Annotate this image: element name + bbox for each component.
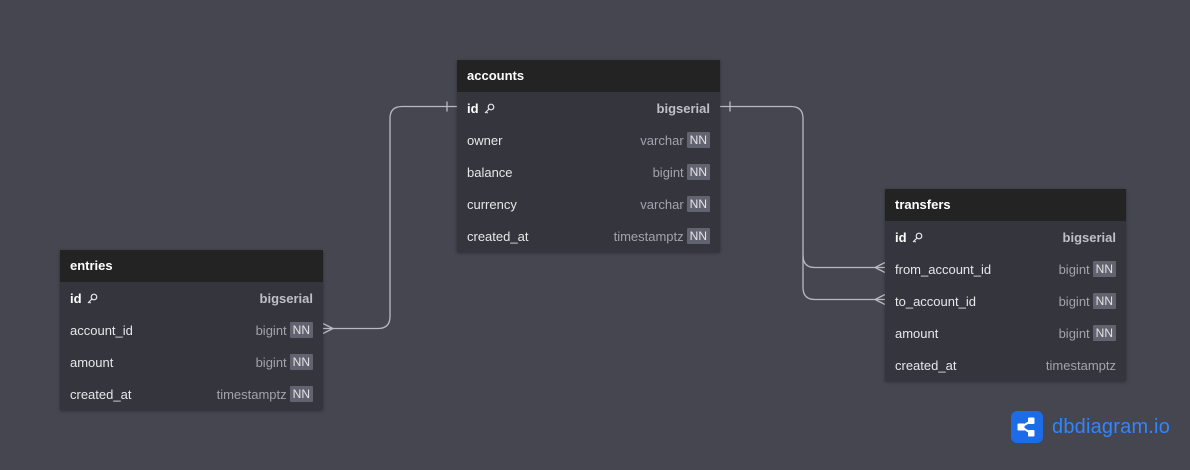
not-null-badge: NN [289,354,313,370]
field-name: balance [467,165,653,180]
field-name: id [895,230,1063,245]
key-icon [87,293,98,304]
not-null-badge: NN [686,132,710,148]
field-name-text: created_at [70,386,132,402]
table-header-transfers[interactable]: transfers [885,189,1126,221]
key-icon [912,232,923,243]
not-null-badge: NN [289,386,313,402]
connector-entries-accounts[interactable] [323,105,457,330]
field-name: created_at [895,358,1046,373]
field-row-created-at[interactable]: created_at timestamptz [885,349,1126,381]
field-name: owner [467,133,640,148]
table-header-accounts[interactable]: accounts [457,60,720,92]
brand-name: dbdiagram.io [1052,415,1171,438]
table-header-entries[interactable]: entries [60,250,323,282]
field-name-text: created_at [467,228,529,244]
crowfoot-many-icon [873,293,886,306]
not-null-badge: NN [1092,293,1116,309]
not-null-badge: NN [1092,261,1116,277]
field-name-text: id [70,290,82,306]
field-name: id [70,291,260,306]
dbdiagram-brand[interactable]: dbdiagram.io [1011,411,1170,443]
field-name: created_at [70,387,217,402]
field-type: bigint [1058,261,1090,277]
field-name-text: from_account_id [895,261,992,277]
field-type: bigserial [656,100,710,116]
field-name: created_at [467,229,614,244]
not-null-badge: NN [686,164,710,180]
field-type: bigserial [259,290,313,306]
field-name-text: to_account_id [895,293,976,309]
field-type: bigint [255,354,287,370]
field-name-text: amount [70,354,114,370]
field-type: bigint [1058,325,1090,341]
field-name: from_account_id [895,262,1059,277]
field-row-id[interactable]: id bigserial [457,92,720,124]
field-name-text: owner [467,132,503,148]
field-type: varchar [640,132,684,148]
field-type: bigint [255,322,287,338]
field-type: timestamptz [1045,357,1116,373]
field-name: id [467,101,657,116]
not-null-badge: NN [686,196,710,212]
field-name-text: account_id [70,322,133,338]
field-row-id[interactable]: id bigserial [60,282,323,314]
not-null-badge: NN [686,228,710,244]
connector-accounts-transfers-from[interactable] [720,105,885,269]
share-nodes-icon [1011,411,1043,443]
field-name-text: id [467,100,479,116]
field-type: bigint [652,164,684,180]
field-name-text: amount [895,325,939,341]
crowfoot-many-icon [322,322,335,335]
field-type: varchar [640,196,684,212]
not-null-badge: NN [1092,325,1116,341]
field-name: amount [895,326,1059,341]
connector-accounts-transfers-to[interactable] [802,255,885,301]
field-name-text: id [895,229,907,245]
field-name-text: balance [467,164,513,180]
not-null-badge: NN [289,322,313,338]
key-icon [484,103,495,114]
field-name-text: currency [467,196,517,212]
field-name-text: created_at [895,357,957,373]
field-type: timestamptz [216,386,287,402]
field-name: amount [70,355,256,370]
field-type: timestamptz [613,228,684,244]
field-type: bigint [1058,293,1090,309]
field-name: currency [467,197,640,212]
field-name: account_id [70,323,256,338]
field-name: to_account_id [895,294,1059,309]
crowfoot-many-icon [873,261,886,274]
field-type: bigserial [1062,229,1116,245]
field-row-id[interactable]: id bigserial [885,221,1126,253]
